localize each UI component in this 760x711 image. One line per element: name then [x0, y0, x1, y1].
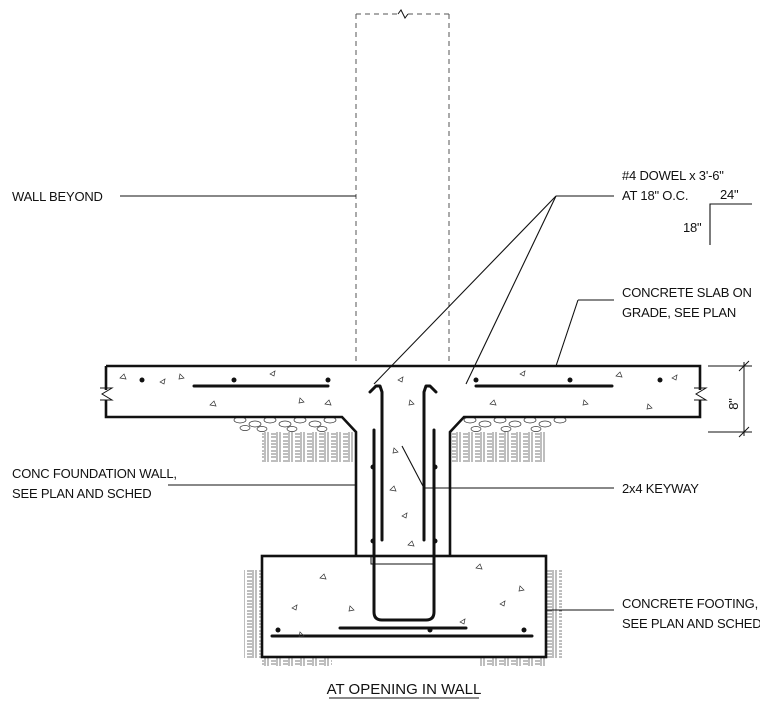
dowel-dim-24: 24" — [720, 187, 739, 202]
footing-label-line2: SEE PLAN AND SCHED — [622, 616, 760, 631]
foundation-label-line1: CONC FOUNDATION WALL, — [12, 466, 177, 481]
dowel-label-line2: AT 18" O.C. — [622, 188, 688, 203]
dimension-8in-label: 8" — [726, 398, 741, 410]
wall-beyond-outline — [355, 9, 450, 366]
slab-label-line2: GRADE, SEE PLAN — [622, 305, 736, 320]
slab-rebar — [139, 377, 663, 388]
footing-rebar — [270, 626, 534, 638]
foundation-label-line2: SEE PLAN AND SCHED — [12, 486, 151, 501]
leader-lines — [120, 195, 614, 611]
dowel-rebar — [368, 384, 438, 622]
dowel-bend-diagram — [709, 203, 752, 245]
dowel-dim-18: 18" — [683, 220, 702, 235]
slab-break-right — [694, 387, 708, 401]
concrete-aggregate — [119, 370, 678, 638]
gravel-base — [233, 416, 567, 432]
dimension-8in — [708, 360, 752, 438]
earth-hatch — [244, 432, 562, 666]
footing-label-line1: CONCRETE FOOTING, — [622, 596, 758, 611]
concrete-footing — [260, 554, 548, 659]
detail-title: AT OPENING IN WALL — [327, 681, 482, 698]
wall-beyond-label: WALL BEYOND — [12, 189, 103, 204]
slab-label-line1: CONCRETE SLAB ON — [622, 285, 752, 300]
slab-break-left — [100, 387, 114, 401]
keyway-label: 2x4 KEYWAY — [622, 481, 699, 496]
slab-and-foundation-wall-outline — [104, 364, 702, 556]
dowel-label-line1: #4 DOWEL x 3'-6" — [622, 168, 724, 183]
